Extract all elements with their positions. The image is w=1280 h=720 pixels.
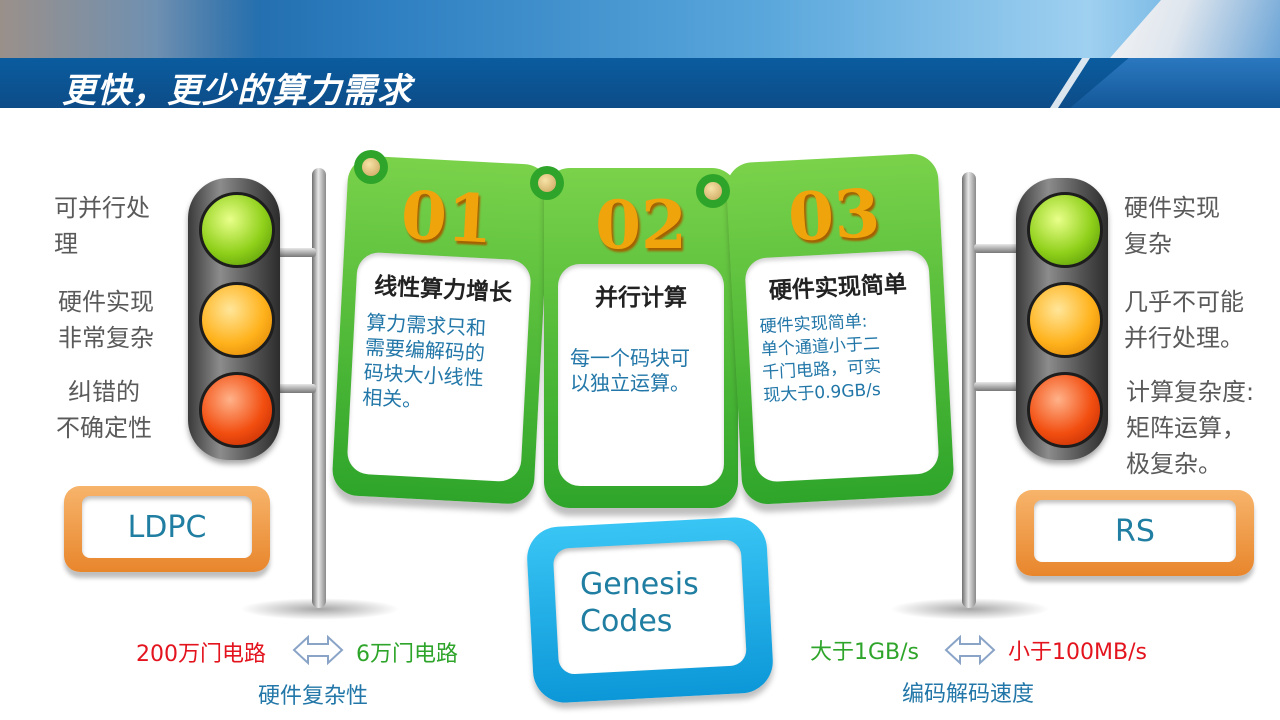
ldpc-label: LDPC: [127, 509, 207, 545]
genesis-label-line-1: Genesis: [580, 567, 699, 602]
right-label-1-line-2: 复杂: [1124, 230, 1172, 258]
pin-dot: [362, 158, 380, 176]
card-02-line-1: 每一个码块可: [570, 346, 690, 370]
right-label-3: 计算复杂度: 矩阵运算， 极复杂。: [1126, 374, 1254, 482]
right-pole-arm-bottom: [974, 382, 1022, 391]
right-label-1: 硬件实现 复杂: [1124, 190, 1220, 262]
card-02-panel: 并行计算 每一个码块可 以独立运算。: [558, 264, 724, 486]
speed-left-value: 大于1GB/s: [810, 640, 920, 665]
card-01-heading: 线性算力增长: [373, 273, 513, 307]
card-03-heading: 硬件实现简单: [768, 271, 908, 305]
right-pole-shadow: [890, 598, 1050, 620]
card-02-body: 每一个码块可 以独立运算。: [570, 346, 714, 396]
right-label-3-line-1: 计算复杂度:: [1126, 378, 1255, 406]
header-photo-shade: [0, 0, 260, 58]
left-label-3-line-1: 纠错的: [68, 378, 140, 406]
left-pole: [312, 168, 326, 608]
speed-caption: 编码解码速度: [902, 682, 1035, 707]
left-pole-arm-bottom: [272, 384, 316, 393]
left-label-2: 硬件实现 非常复杂: [58, 284, 154, 356]
left-label-3: 纠错的 不确定性: [56, 374, 152, 446]
card-02-line-2: 以独立运算。: [570, 371, 690, 395]
card-03: 03 硬件实现简单 硬件实现简单: 单个通道小于二 千门电路，可实 现大于0.9…: [725, 152, 955, 506]
card-03-pin-icon: [696, 174, 730, 208]
card-01-panel: 线性算力增长 算力需求只和 需要编解码的 码块大小线性 相关。: [346, 251, 532, 483]
page-title: 更快，更少的算力需求: [62, 71, 412, 111]
right-pole: [962, 172, 976, 608]
card-01-number: 01: [398, 175, 495, 259]
header-photo: [0, 0, 1280, 58]
right-label-3-line-3: 极复杂。: [1126, 450, 1222, 478]
card-01: 01 线性算力增长 算力需求只和 需要编解码的 码块大小线性 相关。: [331, 154, 551, 506]
pin-dot: [704, 182, 722, 200]
left-label-1-line-1: 可并行处: [54, 194, 150, 222]
card-03-body: 硬件实现简单: 单个通道小于二 千门电路，可实 现大于0.9GB/s: [759, 308, 926, 408]
right-pole-arm-top: [974, 244, 1022, 253]
left-pole-arm-top: [272, 248, 316, 257]
hardware-caption: 硬件复杂性: [258, 684, 369, 709]
green-lamp-icon: [1027, 192, 1103, 268]
rs-label: RS: [1115, 513, 1155, 549]
left-pole-shadow: [240, 598, 400, 620]
card-03-panel: 硬件实现简单 硬件实现简单: 单个通道小于二 千门电路，可实 现大于0.9GB/…: [744, 249, 940, 483]
ldpc-frame-inner: LDPC: [82, 496, 252, 558]
title-bar: [0, 58, 1280, 108]
header-photo-strip: [1110, 0, 1280, 58]
left-label-2-line-2: 非常复杂: [58, 324, 154, 352]
right-label-2-line-1: 几乎不可能: [1124, 288, 1244, 316]
card-03-number: 03: [786, 173, 882, 257]
speed-right-value: 小于100MB/s: [1008, 640, 1147, 665]
left-label-3-line-2: 不确定性: [56, 414, 152, 442]
rs-frame: RS: [1016, 490, 1254, 576]
left-label-2-line-1: 硬件实现: [58, 288, 154, 316]
rs-frame-inner: RS: [1034, 500, 1236, 562]
hardware-left-value: 200万门电路: [136, 642, 266, 667]
card-02-number: 02: [595, 186, 687, 264]
right-label-1-line-1: 硬件实现: [1124, 194, 1220, 222]
double-arrow-icon: [292, 634, 344, 666]
card-02-heading: 并行计算: [595, 285, 687, 311]
red-lamp-icon: [199, 372, 275, 448]
left-label-1-line-2: 理: [54, 230, 78, 258]
right-label-3-line-2: 矩阵运算，: [1126, 414, 1246, 442]
double-arrow-icon: [944, 634, 996, 666]
right-traffic-light: [1016, 178, 1108, 460]
genesis-label: Genesis Codes: [580, 566, 699, 640]
yellow-lamp-icon: [199, 282, 275, 358]
title-bar-wedge: [1070, 58, 1280, 108]
card-02-pin-icon: [530, 166, 564, 200]
right-label-2-line-2: 并行处理。: [1124, 324, 1244, 352]
pin-dot: [538, 174, 556, 192]
genesis-label-line-2: Codes: [580, 604, 673, 639]
red-lamp-icon: [1027, 372, 1103, 448]
card-01-body: 算力需求只和 需要编解码的 码块大小线性 相关。: [362, 310, 519, 418]
hardware-right-value: 6万门电路: [356, 642, 458, 667]
ldpc-frame: LDPC: [64, 486, 270, 572]
right-label-2: 几乎不可能 并行处理。: [1124, 284, 1244, 356]
yellow-lamp-icon: [1027, 282, 1103, 358]
left-traffic-light: [188, 178, 280, 460]
left-label-1: 可并行处 理: [54, 190, 150, 262]
card-01-pin-icon: [354, 150, 388, 184]
green-lamp-icon: [199, 192, 275, 268]
card-02: 02 并行计算 每一个码块可 以独立运算。: [544, 168, 738, 508]
